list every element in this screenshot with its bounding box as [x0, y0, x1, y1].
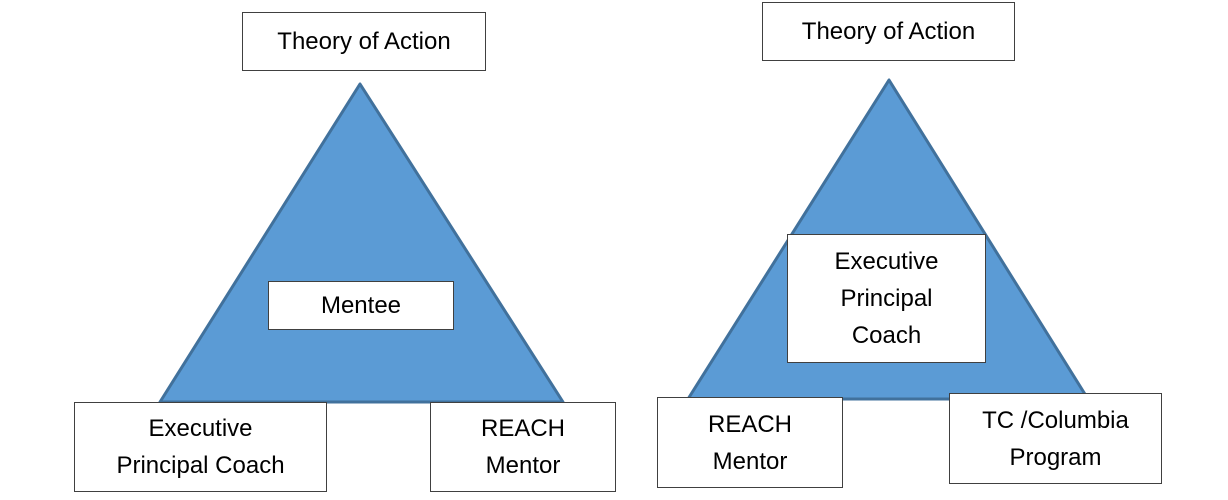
left-mentee-label: Mentee: [320, 292, 402, 319]
right-executive-principal-coach-label: Executive Principal Coach: [834, 248, 939, 349]
right-theory-of-action-label: Theory of Action: [801, 18, 976, 45]
left-triangle: [158, 82, 565, 404]
left-mentee-box: Mentee: [268, 281, 454, 330]
right-reach-mentor-box: REACH Mentor: [657, 397, 843, 488]
right-tc-columbia-program-label: TC /Columbia Program: [982, 406, 1129, 471]
right-executive-principal-coach-box: Executive Principal Coach: [787, 234, 986, 363]
right-reach-mentor-label: REACH Mentor: [707, 410, 792, 475]
left-theory-of-action-box: Theory of Action: [242, 12, 486, 71]
right-theory-of-action-box: Theory of Action: [762, 2, 1015, 61]
left-executive-principal-coach-label: Executive Principal Coach: [116, 415, 285, 479]
left-theory-of-action-label: Theory of Action: [277, 28, 451, 55]
left-reach-mentor-label: REACH Mentor: [480, 415, 565, 479]
left-executive-principal-coach-box: Executive Principal Coach: [74, 402, 327, 492]
right-tc-columbia-program-box: TC /Columbia Program: [949, 393, 1162, 484]
left-reach-mentor-box: REACH Mentor: [430, 402, 616, 492]
